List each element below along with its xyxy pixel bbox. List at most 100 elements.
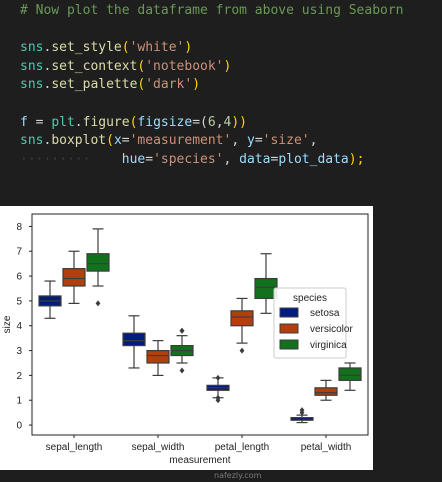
code-token: (: [121, 40, 130, 56]
code-token: 6: [207, 114, 216, 130]
code-token: y: [247, 133, 255, 149]
box-setosa: [122, 332, 146, 347]
code-token: ): [192, 77, 201, 93]
code-token: sns: [20, 58, 44, 74]
code-token: ): [184, 40, 193, 56]
y-tick-label: 8: [16, 222, 22, 233]
code-token: (: [137, 58, 146, 74]
x-tick-label: petal_width: [301, 442, 352, 453]
axes-frame: [31, 213, 369, 436]
box-versicolor: [146, 349, 170, 364]
legend-title: species: [293, 293, 327, 304]
code-token: x: [113, 133, 122, 149]
x-tick-label: petal_length: [215, 442, 270, 453]
outlier-point: [215, 374, 221, 381]
code-token: # Now plot the dataframe from above usin…: [20, 3, 404, 18]
x-tick-label: sepal_width: [132, 442, 185, 453]
output-background: [373, 206, 442, 470]
code-token: set_palette: [51, 77, 138, 93]
code-token: =: [254, 133, 263, 149]
code-token: figsize: [137, 114, 193, 130]
code-token: =: [121, 133, 130, 149]
outlier-point: [179, 327, 185, 334]
code-token: ,: [215, 114, 224, 130]
code-token: data: [239, 151, 271, 167]
code-token: ·········: [20, 151, 122, 167]
code-token: (: [106, 133, 114, 149]
code-token: .: [43, 133, 52, 149]
code-token: sns: [20, 77, 44, 93]
y-tick-label: 1: [16, 396, 22, 407]
code-token: sns: [20, 40, 44, 56]
outlier-point: [215, 394, 221, 401]
code-line[interactable]: # Now plot the dataframe from above usin…: [20, 2, 404, 20]
box-versicolor: [314, 387, 338, 396]
legend-label: virginica: [310, 340, 347, 351]
outlier-point: [179, 367, 185, 374]
code-line[interactable]: f = plt.figure(figsize=(6,4)): [20, 114, 247, 132]
box-virginica: [338, 367, 362, 381]
box-versicolor: [62, 268, 86, 287]
y-tick-label: 2: [16, 371, 22, 382]
legend-swatch: [279, 339, 299, 350]
code-token: 'size': [262, 133, 310, 149]
code-token: 'species': [153, 151, 224, 167]
code-line[interactable]: sns.set_palette('dark'): [20, 76, 200, 94]
x-axis-label: measurement: [169, 455, 230, 466]
code-line[interactable]: ········· hue='species', data=plot_data)…: [20, 151, 364, 169]
outlier-point: [239, 347, 245, 354]
code-token: 'dark': [145, 77, 193, 93]
code-line[interactable]: sns.set_style('white'): [20, 39, 192, 57]
code-token: (: [137, 77, 146, 93]
code-token: (: [129, 114, 138, 130]
y-axis-label: size: [2, 315, 13, 333]
code-token: )): [231, 114, 248, 130]
code-token: .: [43, 40, 52, 56]
code-token: 4: [223, 114, 232, 130]
legend-swatch: [279, 307, 299, 318]
code-token: 'measurement': [129, 133, 232, 149]
code-token: ,: [309, 133, 318, 149]
code-token: figure: [82, 114, 130, 130]
plot-output: 0 1 2 3 4 5 6 7 8 size sepal_length sepal_width peta…: [0, 206, 373, 470]
code-token: 'white': [129, 40, 185, 56]
code-token: plt: [51, 114, 75, 130]
legend-label: versicolor: [310, 324, 353, 335]
box-versicolor: [230, 310, 254, 327]
legend-swatch: [279, 323, 299, 334]
code-token: boxplot: [51, 133, 107, 149]
outlier-point: [95, 300, 101, 307]
code-token: =(: [192, 114, 208, 130]
y-tick-label: 4: [16, 321, 22, 332]
boxplot-chart: 0 1 2 3 4 5 6 7 8 size sepal_length sepal_width peta…: [2, 213, 369, 466]
y-tick-label: 0: [16, 421, 22, 432]
code-token: ,: [223, 151, 240, 167]
code-token: f: [20, 114, 28, 130]
code-token: 'notebook': [145, 58, 224, 74]
code-token: ,: [231, 133, 247, 149]
box-virginica: [86, 253, 110, 272]
code-line[interactable]: sns.boxplot(x='measurement', y='size',: [20, 132, 317, 150]
code-token: ): [223, 58, 232, 74]
code-token: hue: [121, 151, 146, 167]
legend-label: setosa: [310, 308, 340, 319]
code-token: =: [145, 151, 154, 167]
code-line[interactable]: sns.set_context('notebook'): [20, 58, 231, 76]
code-token: plot_data: [278, 151, 349, 167]
code-token: set_style: [51, 40, 122, 56]
code-token: =: [270, 151, 279, 167]
code-token: .: [74, 114, 83, 130]
y-tick-label: 7: [16, 247, 22, 258]
code-token: .: [43, 77, 52, 93]
y-tick-label: 6: [16, 272, 22, 283]
x-tick-label: sepal_length: [46, 442, 103, 453]
code-token: =: [27, 114, 52, 130]
code-editor[interactable]: # Now plot the dataframe from above usin…: [0, 0, 442, 200]
y-tick-label: 3: [16, 346, 22, 357]
watermark: nafezly.com: [214, 471, 262, 480]
code-token: .: [43, 58, 52, 74]
y-tick-label: 5: [16, 296, 22, 307]
code-token: sns: [20, 133, 44, 149]
outlier-point: [299, 407, 305, 414]
code-token: set_context: [51, 58, 138, 74]
